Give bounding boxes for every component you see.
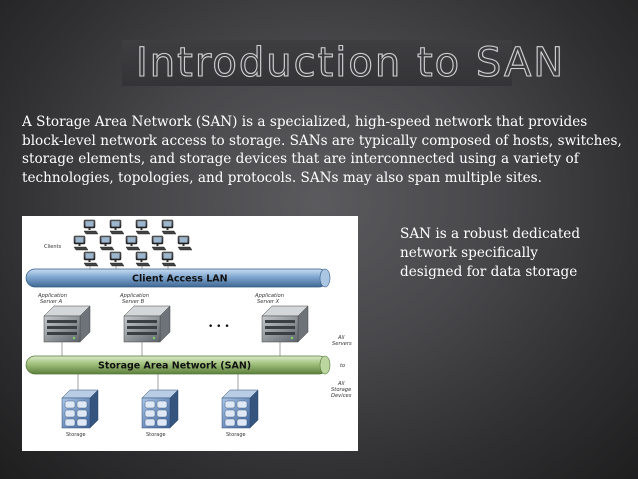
storage-device-1	[61, 389, 99, 429]
server-x-label-line2: Server X	[257, 299, 280, 305]
storage-device-2	[141, 389, 179, 429]
application-server-x	[261, 305, 309, 343]
storage-label-3: Storage	[226, 432, 246, 438]
application-server-a	[43, 305, 91, 343]
side-label-all: All	[337, 335, 345, 341]
storage-area-network-bus	[25, 355, 331, 375]
server-x-label-line1: Application	[254, 293, 284, 299]
storage-label-2: Storage	[146, 432, 166, 438]
application-server-b	[123, 305, 171, 343]
title-bar	[122, 40, 512, 86]
san-diagram: Clients Client Access LAN Application Se…	[22, 216, 358, 451]
san-diagram-svg: Clients Client Access LAN Application Se…	[25, 219, 352, 438]
side-label-all-2: All	[337, 381, 345, 387]
side-label-to: to	[340, 363, 345, 369]
client-access-lan-bus	[25, 268, 331, 288]
storage-device-3	[221, 389, 259, 429]
server-b-label-line1: Application	[119, 293, 149, 299]
side-label-storage: Storage	[331, 387, 351, 393]
clients-label: Clients	[44, 244, 61, 250]
side-note: SAN is a robust dedicated network specif…	[400, 226, 581, 280]
client-computers	[73, 219, 193, 267]
side-label-devices: Devices	[331, 393, 352, 399]
intro-paragraph: A Storage Area Network (SAN) is a specia…	[22, 114, 622, 186]
server-b-label-line2: Server B	[122, 299, 145, 305]
storage-label-1: Storage	[66, 432, 86, 438]
server-a-label-line1: Application	[37, 293, 67, 299]
more-servers-ellipsis: • • •	[208, 322, 230, 332]
san-bus-label: Storage Area Network (SAN)	[98, 361, 251, 372]
client-access-lan-label: Client Access LAN	[132, 274, 228, 285]
server-a-label-line2: Server A	[40, 299, 63, 305]
side-label-servers: Servers	[332, 341, 352, 347]
slide-title: Introduction to SAN	[135, 39, 566, 86]
